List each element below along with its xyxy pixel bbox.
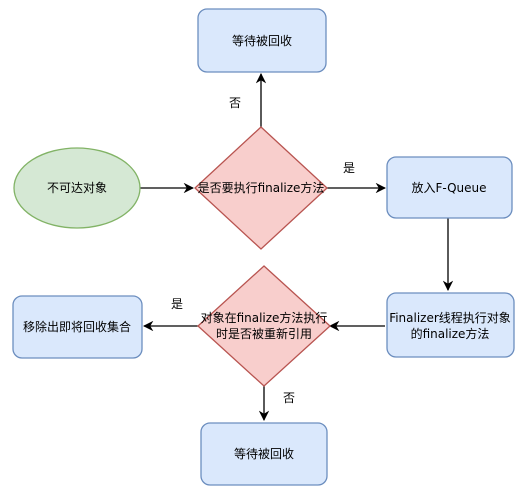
wait-collect-bottom: 等待被回收 xyxy=(200,422,328,486)
wait-collect-top: 等待被回收 xyxy=(197,8,327,73)
wait-collect-bottom-label: 等待被回收 xyxy=(234,447,294,461)
edge-label-yes-left: 是 xyxy=(171,297,183,311)
decision-finalize-needed-label: 是否要执行finalize方法 xyxy=(198,180,325,195)
finalizer-node-label-line2: 的finalize方法 xyxy=(411,326,490,341)
decision-rereferenced-label-line1: 对象在finalize方法执行 xyxy=(201,310,328,325)
edge-label-no-top: 否 xyxy=(229,96,241,110)
start-node: 不可达对象 xyxy=(13,147,141,229)
finalizer-node-label-line1: Finalizer线程执行对象 xyxy=(389,310,511,325)
edge-label-no-bottom: 否 xyxy=(283,391,295,405)
edges xyxy=(140,72,454,422)
remove-from-collection-label: 移除出即将回收集合 xyxy=(23,319,131,334)
edge-label-yes-right: 是 xyxy=(343,161,355,175)
start-node-label: 不可达对象 xyxy=(47,181,107,195)
finalizer-node: Finalizer线程执行对象 的finalize方法 xyxy=(386,292,515,358)
decision-rereferenced: 对象在finalize方法执行 时是否被重新引用 xyxy=(197,265,331,387)
fqueue-node: 放入F-Queue xyxy=(386,156,513,219)
remove-from-collection-node: 移除出即将回收集合 xyxy=(12,295,143,359)
decision-finalize-needed: 是否要执行finalize方法 xyxy=(194,126,328,250)
wait-collect-top-label: 等待被回收 xyxy=(232,34,292,48)
fqueue-node-label: 放入F-Queue xyxy=(411,180,486,195)
decision-rereferenced-label-line2: 时是否被重新引用 xyxy=(216,326,312,341)
